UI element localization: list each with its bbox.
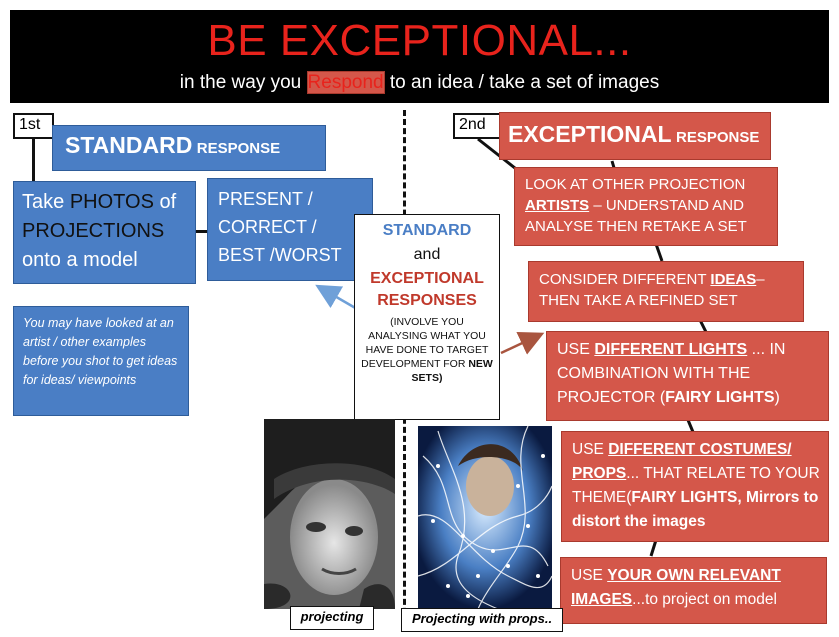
own-images-box: USE YOUR OWN RELEVANT IMAGES...to projec… [560, 557, 827, 624]
center-involve: (INVOLVE YOU ANALYSING WHAT YOU HAVE DON… [361, 315, 493, 385]
center-involve-text: (INVOLVE YOU ANALYSING WHAT YOU HAVE DON… [361, 316, 489, 370]
response-word: RESPONSE [196, 140, 281, 157]
photos-text: PHOTOS [69, 191, 154, 213]
subtitle-text-end: to an idea / take a set of images [384, 72, 660, 93]
box4-text-mid: ... THAT RELATE TO YOUR THEME( [572, 465, 820, 506]
consider-ideas-box: CONSIDER DIFFERENT IDEAS– THEN TAKE A RE… [528, 261, 804, 322]
connector-line [698, 319, 708, 333]
present-line: PRESENT / [218, 189, 313, 209]
response-word: RESPONSE [676, 129, 760, 146]
exceptional-word: EXCEPTIONAL [508, 121, 672, 147]
note-box: You may have looked at an artist / other… [13, 306, 189, 416]
box5-own-images: YOUR OWN RELEVANT IMAGES [571, 567, 781, 608]
center-exceptional: EXCEPTIONAL [370, 270, 484, 287]
onto-model-text: onto a model [22, 249, 138, 271]
box3-text-end: ) [774, 389, 780, 406]
box5-text: USE [571, 567, 608, 584]
standard-response-box: STANDARD RESPONSE [52, 125, 326, 171]
box3-text-mid: ... IN COMBINATION WITH THE PROJECTOR ( [557, 341, 786, 406]
box3-lights: DIFFERENT LIGHTS [594, 341, 748, 358]
box1-artists: ARTISTS [525, 197, 590, 214]
different-lights-box: USE DIFFERENT LIGHTS ... IN COMBINATION … [546, 331, 829, 421]
standard-word: STANDARD [65, 132, 193, 158]
box3-fairy-lights: FAIRY LIGHTS [665, 389, 775, 406]
projections-text: PROJECTIONS [22, 220, 165, 242]
connector-line [649, 539, 658, 557]
center-summary-box: STANDARD and EXCEPTIONAL RESPONSES (INVO… [354, 214, 500, 420]
box5-text-end: ...to project on model [632, 591, 777, 608]
box2-text-end: – THEN TAKE A REFINED SET [539, 271, 765, 309]
box2-ideas: IDEAS [710, 271, 757, 288]
connector-line [196, 230, 208, 233]
caption-projecting: projecting [290, 606, 374, 630]
props-photo [418, 426, 552, 609]
box1-text-end: – UNDERSTAND AND ANALYSE THEN RETAKE A S… [525, 197, 747, 235]
connector-line [654, 243, 664, 262]
subtitle-text: in the way you [179, 72, 307, 93]
box1-text: LOOK AT OTHER PROJECTION [525, 176, 746, 193]
box4-costumes: DIFFERENT COSTUMES/ PROPS [572, 441, 792, 482]
header-banner: BE EXCEPTIONAL... in the way you Respond… [10, 10, 829, 103]
take-photos-box: Take PHOTOS of PROJECTIONS onto a model [13, 181, 196, 284]
center-responses: RESPONSES [377, 292, 477, 309]
subtitle-highlight: Respond [306, 71, 385, 94]
page-title: BE EXCEPTIONAL... [207, 16, 632, 65]
best-worst-line: BEST /WORST [218, 245, 342, 265]
exceptional-response-box: EXCEPTIONAL RESPONSE [499, 112, 771, 160]
box3-text: USE [557, 341, 595, 358]
box4-text: USE [572, 441, 609, 458]
red-arrow [500, 331, 545, 355]
box4-fairy-lights: FAIRY LIGHTS, Mirrors to distort the ima… [572, 489, 819, 530]
of-text: of [153, 191, 177, 213]
portrait-image [264, 419, 395, 609]
connector-line [686, 419, 695, 433]
correct-line: CORRECT / [218, 217, 317, 237]
second-tag: 2nd [453, 113, 501, 139]
box2-text: CONSIDER DIFFERENT [539, 271, 711, 288]
page-subtitle: in the way you Respond to an idea / take… [10, 70, 829, 96]
caption-projecting-props: Projecting with props.. [401, 608, 563, 632]
costumes-props-box: USE DIFFERENT COSTUMES/ PROPS... THAT RE… [561, 431, 829, 542]
center-standard: STANDARD [382, 222, 472, 239]
take-text: Take [22, 191, 70, 213]
projecting-photo [264, 419, 395, 609]
center-and: and [413, 246, 441, 263]
connector-line [32, 138, 35, 182]
look-at-artists-box: LOOK AT OTHER PROJECTION ARTISTS – UNDER… [514, 167, 778, 246]
center-new-sets: NEW SETS) [411, 358, 493, 384]
fairy-lights-image [418, 426, 552, 609]
